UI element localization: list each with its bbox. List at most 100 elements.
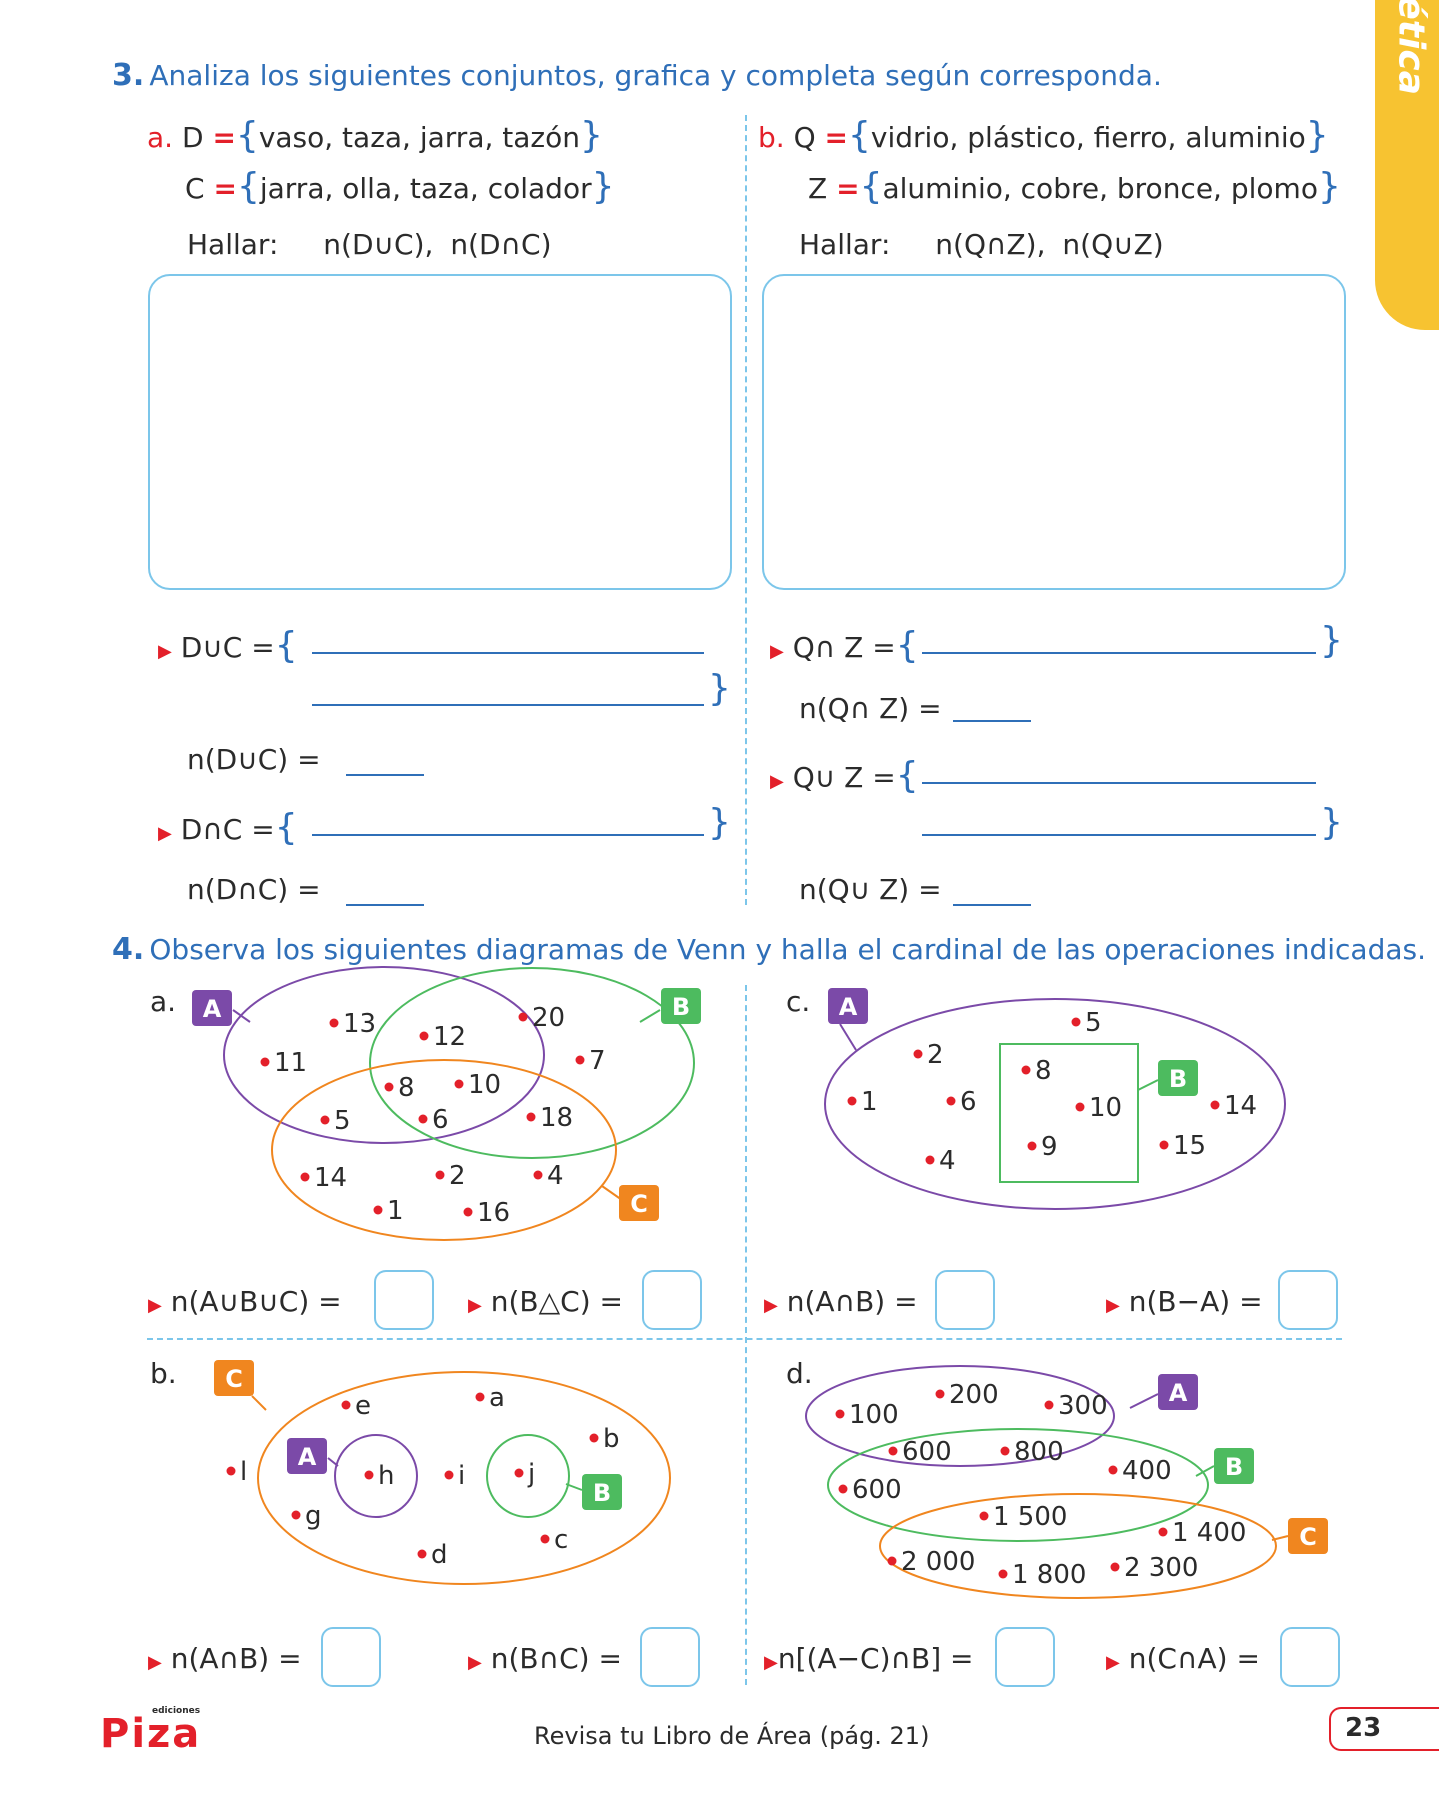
q3a-drawing-area[interactable]	[148, 274, 732, 590]
venn-a-point-label: 18	[540, 1103, 573, 1133]
q3a-find: Hallar: n(D∪C), n(D∩C)	[187, 228, 552, 261]
publisher-logo-text: Piza	[100, 1711, 202, 1757]
q3b-row3-line1[interactable]	[922, 782, 1316, 784]
q4c-op1-label: n(A∩B) =	[786, 1285, 918, 1318]
venn-c-point-label: 15	[1173, 1131, 1206, 1161]
venn-a-point-label: 14	[314, 1163, 347, 1193]
q3a-row3-label: D∩C =	[180, 813, 275, 846]
venn-d-label-a	[1158, 1374, 1198, 1410]
venn-d-point-dot	[1044, 1400, 1054, 1410]
q3b-row2-line[interactable]	[953, 720, 1031, 722]
venn-b-set-c	[257, 1371, 671, 1585]
venn-d-point-dot	[888, 1446, 898, 1456]
q3b-set1-elems: vidrio, plástico, fierro, aluminio	[870, 121, 1306, 154]
venn-b-set-a	[334, 1434, 418, 1518]
venn-c-point-label: 14	[1224, 1091, 1257, 1121]
venn-a-point-dot	[463, 1207, 473, 1217]
q4b-op2: ▶ n(B∩C) =	[468, 1642, 622, 1675]
q3a-set-d: a. D ={vaso, taza, jarra, tazón}	[147, 115, 603, 156]
q3b-row1-close: }	[1320, 620, 1343, 661]
q3a-row1-line1[interactable]	[312, 652, 704, 654]
venn-a-point-label: 4	[547, 1161, 564, 1191]
venn-a-point-dot	[526, 1112, 536, 1122]
venn-d-set-b	[827, 1428, 1209, 1542]
venn-c-point-dot	[1159, 1140, 1169, 1150]
venn-c-point-label: 5	[1085, 1008, 1102, 1038]
venn-a-label-c	[619, 1185, 659, 1221]
venn-b-label-a	[287, 1438, 327, 1474]
venn-b-point-label: d	[431, 1540, 448, 1570]
q3b-row2: n(Q∩ Z) =	[799, 692, 942, 725]
venn-b-point-label: b	[603, 1424, 620, 1454]
venn-d-point-dot	[835, 1409, 845, 1419]
q3b-row3-close: }	[1320, 802, 1343, 843]
q4a-op1: ▶ n(A∪B∪C) =	[148, 1285, 342, 1318]
q4a-letter: a.	[150, 985, 177, 1018]
venn-b-label-b	[582, 1474, 622, 1510]
venn-c-point-dot	[1071, 1017, 1081, 1027]
q4a-op2-answer[interactable]	[642, 1270, 702, 1330]
venn-c-point-dot	[1210, 1100, 1220, 1110]
venn-a-point-dot	[418, 1114, 428, 1124]
venn-d-point-label: 1 400	[1172, 1518, 1246, 1548]
page-number: 23	[1345, 1713, 1382, 1743]
venn-c-set-a	[824, 998, 1286, 1210]
venn-b-label-c	[214, 1360, 254, 1396]
q3a-row3-line[interactable]	[312, 834, 704, 836]
venn-b-point-dot	[475, 1392, 485, 1402]
venn-a-point-dot	[373, 1205, 383, 1215]
q4c-op1-answer[interactable]	[935, 1270, 995, 1330]
q3b-drawing-area[interactable]	[762, 274, 1346, 590]
q3b-row4-label: n(Q∪ Z) =	[799, 873, 942, 906]
q3b-row1-line[interactable]	[922, 652, 1316, 654]
q4d-op2-answer[interactable]	[1280, 1627, 1340, 1687]
venn-a-point-dot	[329, 1018, 339, 1028]
q4-number: 4.	[112, 932, 145, 967]
venn-b-point-dot	[514, 1468, 524, 1478]
venn-d-point-label: 800	[1014, 1437, 1064, 1467]
page-number-box: 23	[1329, 1707, 1439, 1751]
q3a-letter: a.	[147, 121, 174, 154]
venn-d-point-dot	[1158, 1527, 1168, 1537]
q4b-op2-label: n(B∩C) =	[490, 1642, 622, 1675]
venn-a-point-dot	[518, 1012, 528, 1022]
venn-b-point-label: j	[527, 1459, 535, 1489]
q3a-expr1: n(D∪C),	[323, 228, 434, 261]
q4d-op1-answer[interactable]	[995, 1627, 1055, 1687]
section-tab: Aritmética	[1375, 0, 1439, 330]
venn-a-point-label: 11	[274, 1048, 307, 1078]
q3a-row1-line2[interactable]	[312, 704, 704, 706]
q4c-op2-label: n(B−A) =	[1128, 1285, 1263, 1318]
q3b-row3-line2[interactable]	[922, 834, 1316, 836]
q3b-row4-line[interactable]	[953, 904, 1031, 906]
q4c-op2-answer[interactable]	[1278, 1270, 1338, 1330]
venn-c-point-label: 9	[1041, 1132, 1058, 1162]
venn-d-point-label: 200	[949, 1380, 999, 1410]
q3b-expr2: n(Q∪Z)	[1062, 228, 1164, 261]
q3-heading: 3. Analiza los siguientes conjuntos, gra…	[112, 58, 1162, 93]
venn-b-point-label: c	[554, 1525, 568, 1555]
venn-b-point-dot	[291, 1510, 301, 1520]
q3a-row4-line[interactable]	[346, 904, 424, 906]
venn-c-point-label: 2	[927, 1040, 944, 1070]
venn-b-point-label: l	[240, 1457, 247, 1487]
q3a-row2-line[interactable]	[346, 774, 424, 776]
q4a-op2: ▶ n(B△C) =	[468, 1285, 623, 1318]
venn-c-point-dot	[946, 1096, 956, 1106]
venn-a-point-dot	[533, 1170, 543, 1180]
q3b-row1: ▶ Q∩ Z ={	[770, 625, 919, 666]
venn-c-point-label: 8	[1035, 1056, 1052, 1086]
venn-b-point-label: a	[489, 1383, 505, 1413]
q4b-op2-answer[interactable]	[640, 1627, 700, 1687]
venn-a-point-dot	[419, 1031, 429, 1041]
venn-c-point-dot	[1021, 1065, 1031, 1075]
q3a-find-label: Hallar:	[187, 228, 279, 261]
q4a-op1-answer[interactable]	[374, 1270, 434, 1330]
q4b-op1-answer[interactable]	[321, 1627, 381, 1687]
q4d-op2: ▶ n(C∩A) =	[1106, 1642, 1260, 1675]
venn-a-point-label: 5	[334, 1106, 351, 1136]
venn-a-point-label: 13	[343, 1009, 376, 1039]
